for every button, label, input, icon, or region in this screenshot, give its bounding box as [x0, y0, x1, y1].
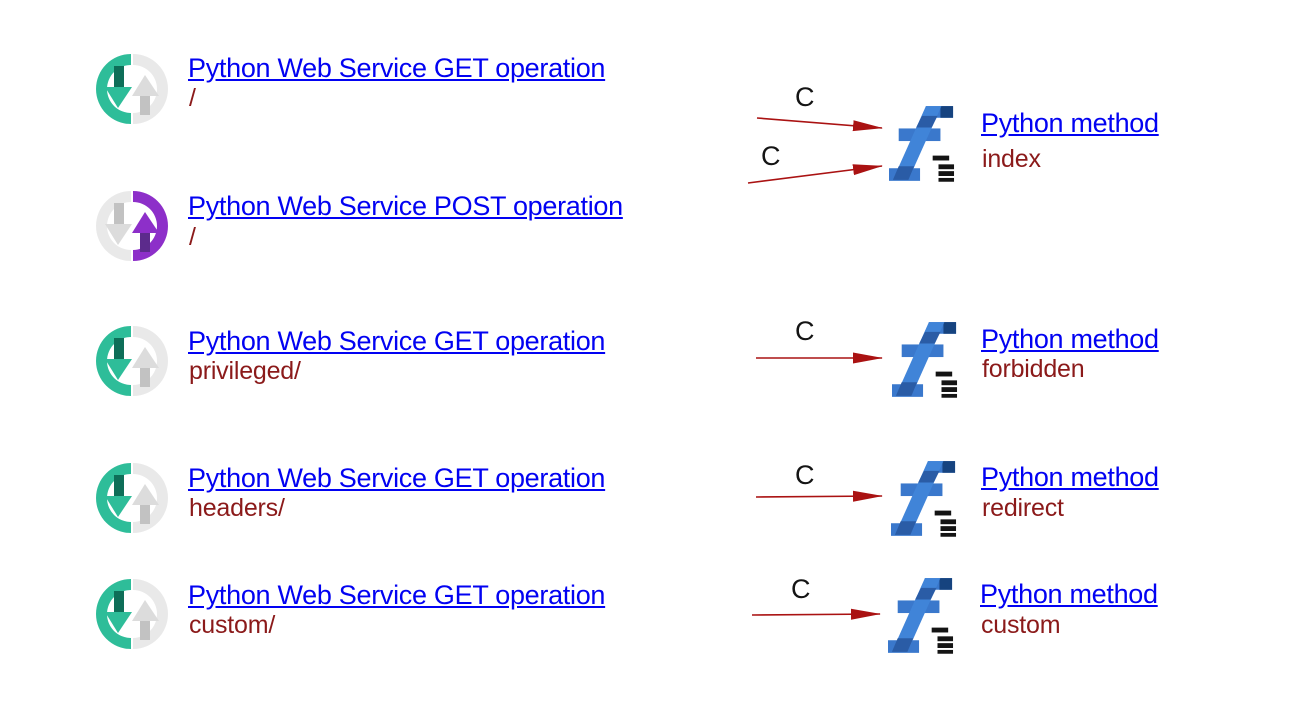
web-service-operation-link[interactable]: Python Web Service GET operation: [188, 580, 606, 610]
python-method-link[interactable]: Python method: [980, 579, 1158, 609]
web-service-path: /: [189, 84, 196, 112]
web-service-operation-link[interactable]: Python Web Service POST operation: [188, 191, 623, 221]
python-method-icon[interactable]: [892, 320, 958, 403]
web-service-operation-link[interactable]: Python Web Service GET operation: [188, 463, 606, 493]
call-arrow-label: C: [795, 82, 815, 112]
python-method-link[interactable]: Python method: [981, 324, 1159, 354]
call-arrow-label: C: [791, 574, 811, 604]
web-service-path: /: [189, 223, 196, 251]
call-arrow: [756, 117, 883, 132]
call-arrow-label: C: [761, 141, 781, 171]
python-method-name: forbidden: [982, 355, 1085, 383]
call-arrow-label: C: [795, 460, 815, 490]
web-service-get-icon[interactable]: [96, 325, 168, 397]
web-service-operation-link[interactable]: Python Web Service GET operation: [188, 326, 606, 356]
python-method-icon[interactable]: [888, 576, 954, 659]
web-service-path: privileged/: [189, 357, 301, 385]
web-service-get-icon[interactable]: [96, 53, 168, 125]
python-method-name: index: [982, 145, 1041, 173]
web-service-path: custom/: [189, 611, 276, 639]
python-method-name: custom: [981, 611, 1061, 639]
web-service-post-icon[interactable]: [96, 190, 168, 262]
web-service-get-icon[interactable]: [96, 578, 168, 650]
call-arrow: [755, 490, 883, 502]
web-service-operation-link[interactable]: Python Web Service GET operation: [188, 53, 606, 83]
web-service-path: headers/: [189, 494, 285, 522]
call-arrow-label: C: [795, 316, 815, 346]
call-arrow: [751, 608, 881, 620]
python-method-link[interactable]: Python method: [981, 108, 1159, 138]
python-method-icon[interactable]: [891, 459, 957, 542]
python-method-icon[interactable]: [889, 104, 955, 187]
web-service-get-icon[interactable]: [96, 462, 168, 534]
python-method-link[interactable]: Python method: [981, 462, 1159, 492]
python-method-name: redirect: [982, 494, 1064, 522]
